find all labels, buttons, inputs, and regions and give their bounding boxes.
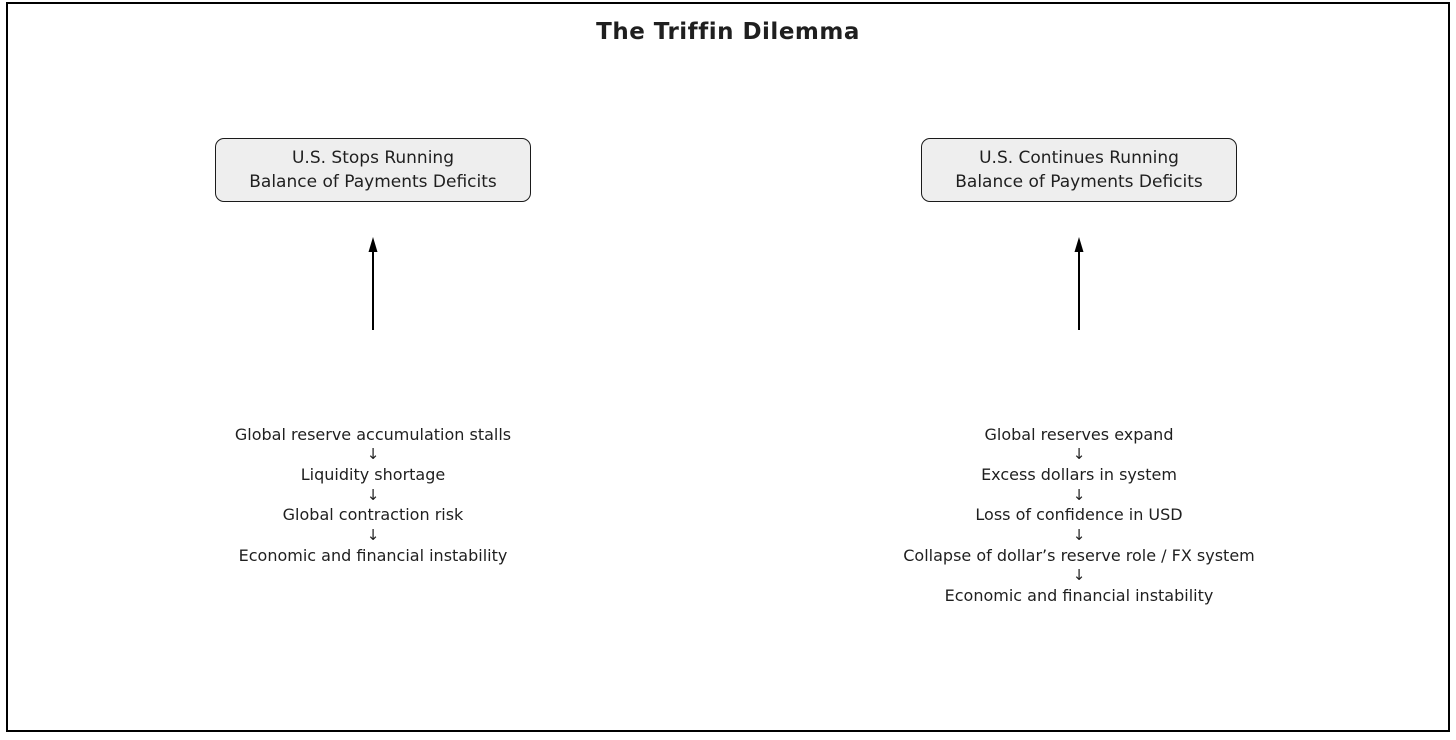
outcome-box-line1: U.S. Stops Running: [291, 148, 454, 168]
down-arrow-icon: ↓: [366, 485, 380, 504]
chain-step: Loss of confidence in USD: [975, 505, 1183, 525]
down-arrow-icon: ↓: [1072, 526, 1086, 545]
chain-step: Economic and financial instability: [944, 586, 1214, 606]
chain-step: Liquidity shortage: [300, 464, 446, 484]
outcome-box-stops-deficits: U.S. Stops Running Balance of Payments D…: [215, 138, 531, 202]
chain-step: Global reserves expand: [984, 424, 1174, 444]
chain-step: Economic and financial instability: [238, 545, 508, 565]
down-arrow-icon: ↓: [1072, 445, 1086, 464]
chain-step: Excess dollars in system: [981, 464, 1177, 484]
down-arrow-icon: ↓: [1072, 485, 1086, 504]
diagram-title: The Triffin Dilemma: [596, 19, 860, 45]
chain-step: Global contraction risk: [282, 505, 464, 525]
outcome-box-continues-deficits: U.S. Continues Running Balance of Paymen…: [921, 138, 1237, 202]
outcome-box-line2: Balance of Payments Deficits: [249, 172, 497, 192]
up-arrow-icon: [1074, 237, 1084, 330]
down-arrow-icon: ↓: [366, 526, 380, 545]
chain-step: Global reserve accumulation stalls: [234, 424, 512, 444]
outcome-box-line2: Balance of Payments Deficits: [955, 172, 1203, 192]
outcome-box-line1: U.S. Continues Running: [979, 148, 1179, 168]
down-arrow-icon: ↓: [366, 445, 380, 464]
up-arrow-icon: [368, 237, 378, 330]
down-arrow-icon: ↓: [1072, 566, 1086, 585]
diagram-frame-border: [6, 2, 1450, 732]
chain-step: Collapse of dollar’s reserve role / FX s…: [903, 545, 1255, 565]
causal-chain-right: Global reserves expand ↓ Excess dollars …: [799, 424, 1359, 606]
causal-chain-left: Global reserve accumulation stalls ↓ Liq…: [93, 424, 653, 565]
